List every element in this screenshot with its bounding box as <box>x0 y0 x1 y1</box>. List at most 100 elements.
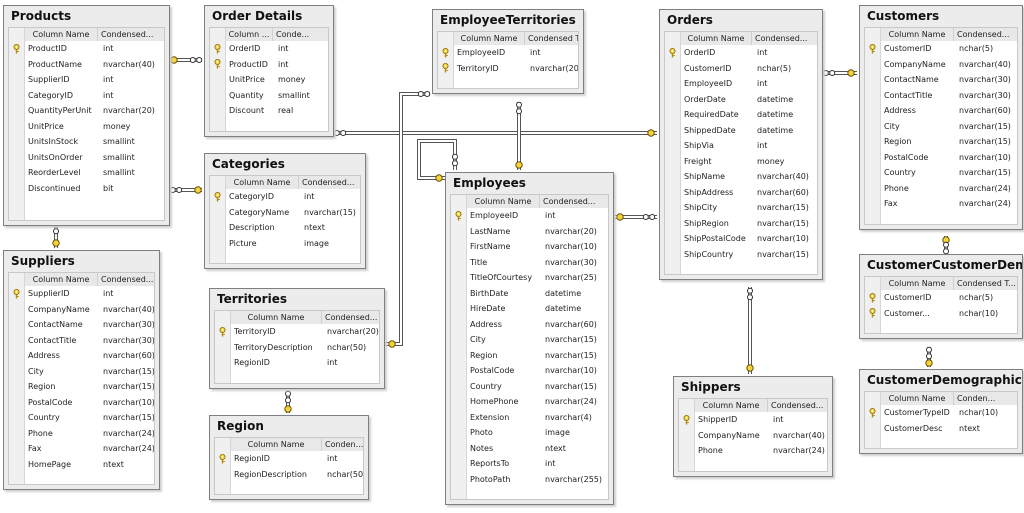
column-name-header[interactable]: Column Name <box>881 392 954 405</box>
empty-row[interactable] <box>9 208 164 220</box>
column-name-header[interactable]: Column Name <box>25 273 98 286</box>
column-name-header[interactable]: Column ... <box>226 28 273 41</box>
condensed-type-header[interactable]: Condensed... <box>101 275 154 284</box>
column-row[interactable]: Customer...nchar(10) <box>865 305 1017 321</box>
column-name-header[interactable]: Column Name <box>695 399 768 412</box>
column-name-header[interactable]: Column Name <box>231 311 322 324</box>
condensed-type-header[interactable]: Condensed... <box>325 313 378 322</box>
column-name-header[interactable]: Column Name <box>681 32 752 45</box>
empty-row[interactable] <box>210 251 360 263</box>
empty-row[interactable] <box>9 196 164 208</box>
condensed-type-header[interactable]: Conden... <box>957 394 996 403</box>
condensed-type-header[interactable]: Condensed... <box>957 30 1010 39</box>
column-name-header[interactable]: Column Name <box>454 32 525 45</box>
condensed-type-header[interactable]: Conden... <box>325 440 363 449</box>
condensed-type-header[interactable]: Conde... <box>276 30 310 39</box>
empty-row[interactable] <box>665 262 817 274</box>
column-name-header[interactable]: Column Name <box>226 176 299 189</box>
empty-row[interactable] <box>865 211 1017 224</box>
empty-row[interactable] <box>679 458 827 471</box>
empty-row[interactable] <box>865 321 1017 333</box>
condensed-type-header[interactable]: Condensed T... <box>957 279 1016 288</box>
column-name-header[interactable]: Column Name <box>881 28 954 41</box>
empty-row[interactable] <box>215 370 379 383</box>
rel-employees-self[interactable] <box>417 139 457 180</box>
column-name-header[interactable]: Column Name <box>231 438 322 451</box>
column-name-header[interactable]: Column Name <box>881 277 954 290</box>
condensed-type-header[interactable]: Condensed T... <box>528 34 578 43</box>
column-name-header[interactable]: Column Name <box>467 195 540 208</box>
condensed-type-header[interactable]: Condensed... <box>755 34 808 43</box>
empty-row[interactable] <box>865 436 1017 448</box>
